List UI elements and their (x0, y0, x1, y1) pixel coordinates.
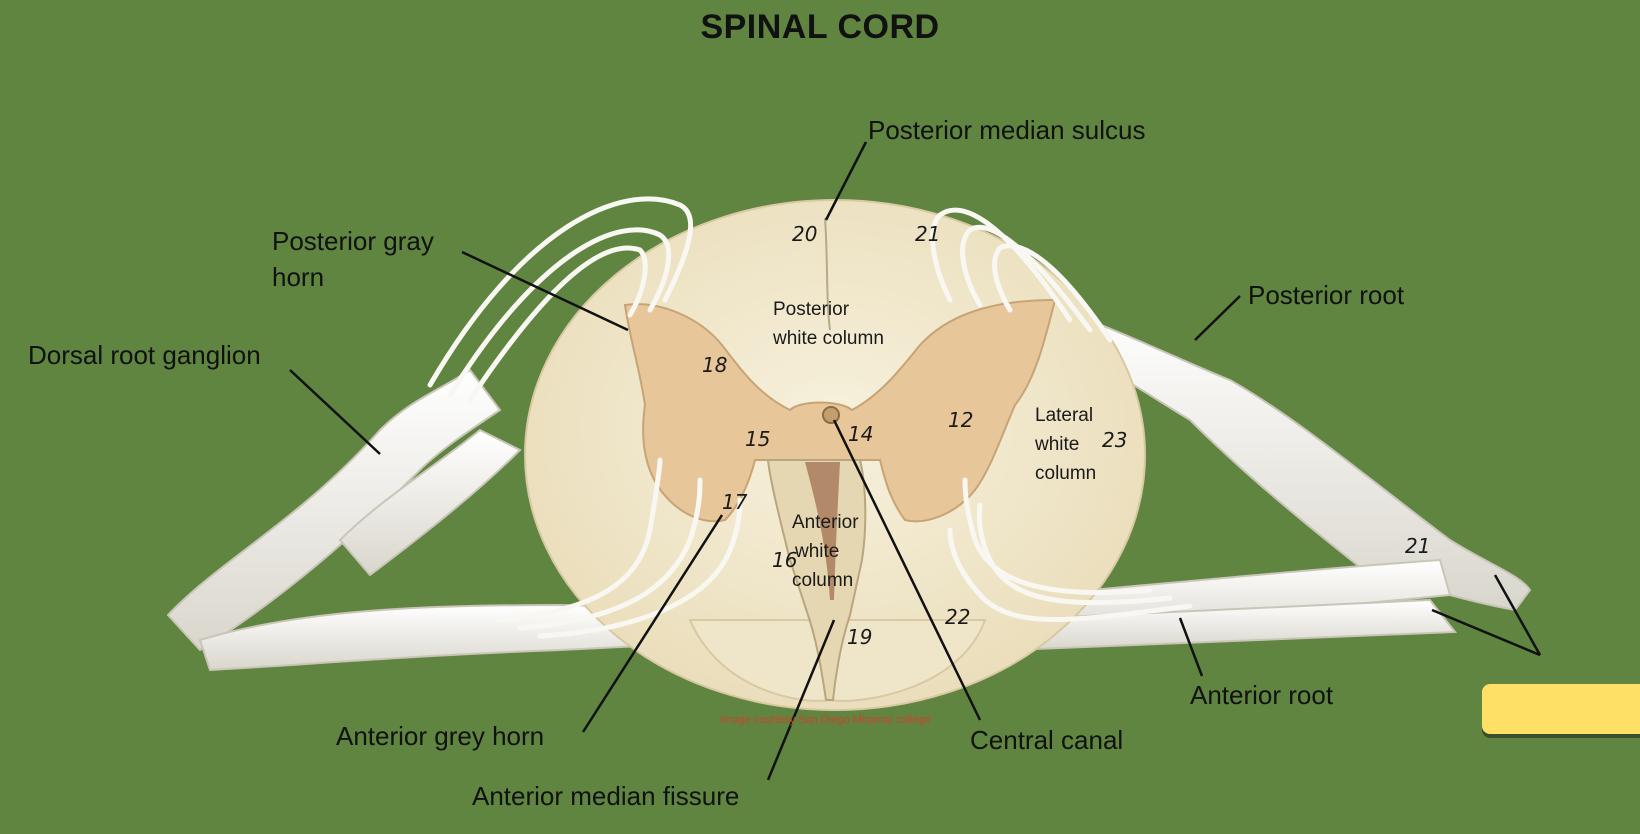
label-posterior-median-sulcus: Posterior median sulcus (868, 115, 1146, 145)
leader-posterior-gray-horn (461, 250, 629, 332)
model-number-20: 20 (792, 222, 818, 246)
label-central-canal: Central canal (970, 725, 1124, 755)
label-anterior-white-column-line2: white (795, 541, 840, 562)
label-lateral-white-column-line3: column (1035, 463, 1097, 484)
sticky-note (1482, 684, 1640, 734)
leader-lines (289, 141, 1542, 781)
leader-central-canal (832, 419, 982, 721)
page-title: SPINAL CORD (700, 8, 940, 46)
label-dorsal-root-ganglion: Dorsal root ganglion (28, 340, 261, 370)
label-anterior-median-fissure: Anterior median fissure (472, 781, 740, 811)
leader-anterior-median-fissure (766, 619, 836, 781)
model-number-15: 15 (745, 427, 771, 451)
leader-anterior-grey-horn (581, 514, 724, 733)
leader-anterior-root (1178, 617, 1204, 677)
model-number-14: 14 (848, 422, 874, 446)
label-lateral-white-column-line2: white (1035, 434, 1080, 455)
leader-posterior-median-sulcus (824, 141, 868, 221)
leader-right-root-a (1493, 574, 1542, 656)
label-posterior-root: Posterior root (1248, 280, 1405, 310)
central-canal-hole (822, 406, 840, 424)
rootlets (427, 196, 1193, 639)
model-number-18: 18 (702, 353, 728, 377)
anterior-median-fissure-groove (766, 459, 867, 701)
model-number-16: 16 (772, 548, 798, 572)
label-posterior-white-column-line1: Posterior (773, 299, 850, 320)
image-credit: Image courtesy San Diego Miramar college (720, 714, 931, 726)
label-lateral-white-column-line1: Lateral (1035, 405, 1094, 426)
leader-dorsal-root-ganglion (289, 369, 381, 455)
model-number-23: 23 (1102, 428, 1128, 452)
label-posterior-white-column-line2: white column (773, 328, 884, 349)
label-posterior-gray-horn-line1: Posterior gray (272, 226, 434, 256)
label-anterior-root: Anterior root (1190, 680, 1334, 710)
leader-right-root-b (1431, 608, 1541, 657)
model-number-19: 19 (847, 625, 873, 649)
label-anterior-white-column-line1: Anterior (792, 512, 859, 533)
label-posterior-gray-horn-line2: horn (272, 262, 325, 292)
posterior-median-sulcus-groove (824, 217, 831, 331)
right-spinal-nerve (979, 308, 1532, 652)
model-number-21-top: 21 (915, 222, 941, 246)
fissure-shadow (805, 462, 840, 600)
model-number-21-root: 21 (1405, 534, 1431, 558)
model-number-12: 12 (948, 408, 974, 432)
left-spinal-nerve (166, 368, 761, 672)
label-anterior-white-column-line3: column (792, 570, 854, 591)
model-number-17: 17 (722, 490, 748, 514)
label-anterior-grey-horn: Anterior grey horn (336, 721, 545, 751)
model-number-22: 22 (945, 605, 971, 629)
leader-posterior-root (1194, 295, 1241, 341)
